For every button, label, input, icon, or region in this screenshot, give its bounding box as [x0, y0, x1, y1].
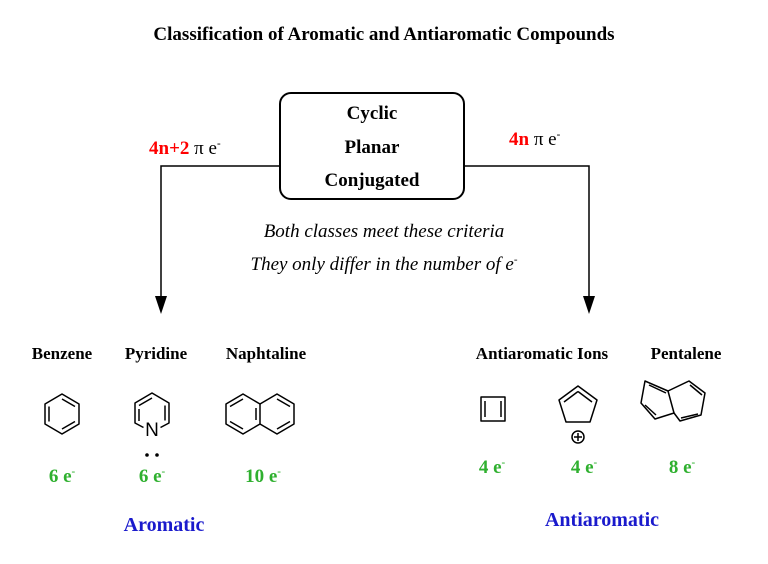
pyridine-name: Pyridine: [124, 344, 188, 363]
pyridine-nitrogen-label: N: [145, 420, 159, 441]
note-line-2-sup: -: [513, 253, 518, 266]
note-line-2: They only differ in the number of e-: [0, 254, 768, 276]
left-rule-sup: -: [216, 137, 221, 150]
cyclobutadiene-structure: [480, 396, 506, 422]
plus-charge-circle: [571, 430, 585, 444]
naphthalene-electrons: 10 e-: [245, 465, 281, 487]
pentalene-name: Pentalene: [650, 344, 722, 363]
pyridine-structure: [134, 392, 170, 429]
left-rule-symbol: π e: [194, 138, 217, 159]
criteria-cyclic: Cyclic: [346, 103, 398, 124]
lone-pair-dot: [145, 453, 149, 457]
right-arrowhead: [583, 296, 595, 314]
lone-pair-dot: [155, 453, 159, 457]
criteria-planar: Planar: [344, 137, 400, 158]
right-connector: [465, 165, 590, 300]
cyclopentadienyl-electrons: 4 e-: [570, 456, 598, 478]
right-rule-symbol: π e: [533, 129, 557, 150]
cyclopentadienyl-cation-structure: [558, 385, 598, 444]
left-arrowhead: [155, 296, 167, 314]
naphthalene-structure: [225, 393, 295, 435]
note-line-1: Both classes meet these criteria: [263, 221, 505, 242]
criteria-box: [279, 92, 465, 200]
pentalene-electrons: 8 e-: [668, 456, 696, 478]
pyridine-electrons: 6 e-: [138, 465, 166, 487]
right-rule-label: 4n π e-: [509, 129, 560, 151]
left-connector: [160, 165, 279, 300]
right-rule-sup: -: [556, 128, 561, 141]
note-line-2-text: They only differ in the number of e: [250, 254, 514, 275]
pentalene-structure: [640, 380, 706, 422]
right-rule-count: 4n: [509, 129, 530, 150]
criteria-conjugated: Conjugated: [324, 170, 420, 191]
benzene-name: Benzene: [31, 344, 93, 363]
antiaromatic-class-label: Antiaromatic: [544, 509, 660, 531]
left-rule-label: 4n+2 π e-: [149, 138, 221, 160]
aromatic-class-label: Aromatic: [123, 514, 205, 536]
benzene-structure: [44, 393, 80, 435]
diagram-title: Classification of Aromatic and Antiaroma…: [153, 24, 615, 45]
antiaromatic-ions-name: Antiaromatic Ions: [475, 344, 609, 363]
left-rule-count: 4n+2: [149, 138, 190, 159]
benzene-electrons: 6 e-: [48, 465, 76, 487]
naphthalene-name: Naphtaline: [225, 344, 307, 363]
cyclobutadiene-electrons: 4 e-: [478, 456, 506, 478]
